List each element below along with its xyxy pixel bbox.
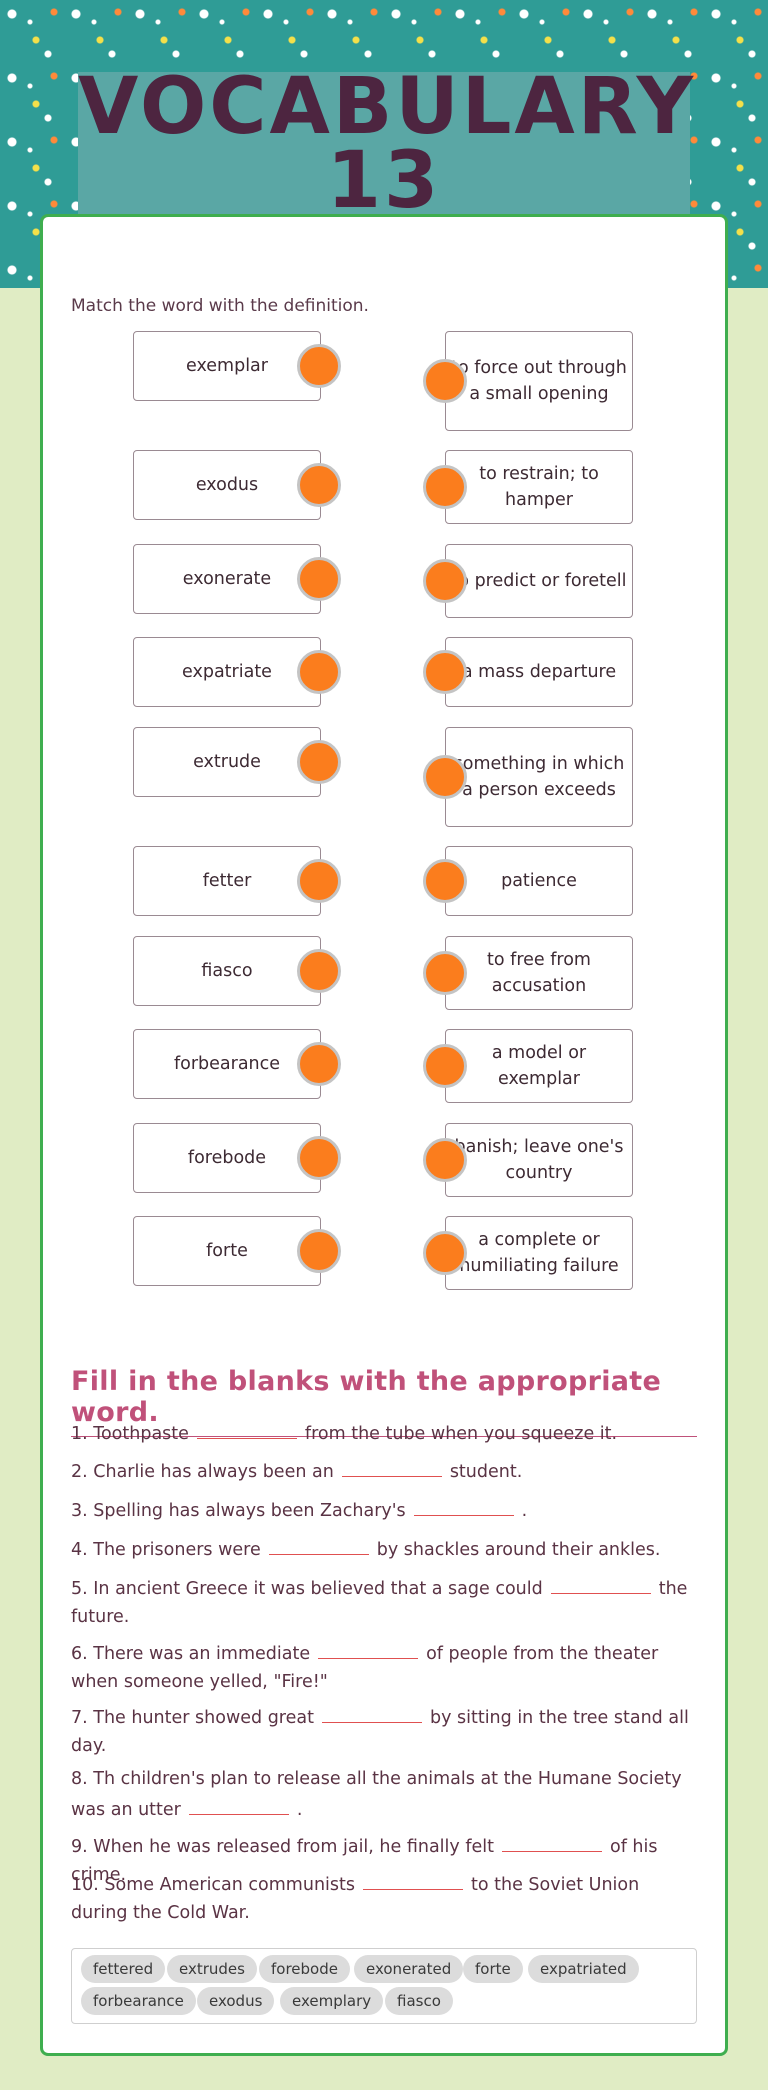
matching-instructions: Match the word with the definition. — [71, 296, 369, 316]
match-definition-box[interactable]: banish; leave one's country — [445, 1123, 633, 1197]
match-connector-dot[interactable] — [423, 359, 467, 403]
match-word: forebode — [187, 1148, 267, 1168]
word-bank-chip[interactable]: exodus — [197, 1987, 275, 2015]
answer-blank[interactable] — [550, 1572, 651, 1594]
match-word-box[interactable]: exonerate — [133, 544, 321, 614]
match-connector-dot[interactable] — [423, 755, 467, 799]
match-definition-box[interactable]: to restrain; to hamper — [445, 450, 633, 524]
word-bank-chip[interactable]: fettered — [81, 1955, 166, 1983]
match-word-box[interactable]: expatriate — [133, 637, 321, 707]
match-connector-dot[interactable] — [423, 465, 467, 509]
match-connector-dot[interactable] — [423, 951, 467, 995]
word-bank-chip[interactable]: forbearance — [81, 1987, 196, 2015]
word-bank-chip[interactable]: forte — [463, 1955, 523, 1983]
word-bank-chip[interactable]: fiasco — [385, 1987, 453, 2015]
match-word-box[interactable]: extrude — [133, 727, 321, 797]
match-connector-dot[interactable] — [423, 1044, 467, 1088]
match-definition-box[interactable]: a mass departure — [445, 637, 633, 707]
fill-in-question: 3. Spelling has always been Zachary's. — [71, 1494, 701, 1525]
title-line-1: VOCABULARY — [78, 62, 697, 152]
answer-blank[interactable] — [188, 1793, 289, 1815]
title-line-2: 13 — [326, 136, 442, 226]
match-word: extrude — [193, 752, 261, 772]
match-definition: patience — [501, 871, 577, 891]
answer-blank[interactable] — [501, 1830, 602, 1852]
match-word: fetter — [202, 871, 252, 891]
match-definition-box[interactable]: to force out through a small opening — [445, 331, 633, 431]
match-word-box[interactable]: fetter — [133, 846, 321, 916]
match-word-box[interactable]: exodus — [133, 450, 321, 520]
match-definition-box[interactable]: something in which a person exceeds — [445, 727, 633, 827]
word-bank-chip[interactable]: expatriated — [528, 1955, 639, 1983]
match-connector-dot[interactable] — [423, 1138, 467, 1182]
match-word-box[interactable]: forebode — [133, 1123, 321, 1193]
match-connector-dot[interactable] — [297, 557, 341, 601]
title-band — [78, 72, 690, 222]
match-definition: a mass departure — [461, 662, 617, 682]
fill-in-question: 5. In ancient Greece it was believed tha… — [71, 1572, 701, 1631]
fill-in-question: 8. Th children's plan to release all the… — [71, 1769, 682, 1820]
match-connector-dot[interactable] — [297, 1136, 341, 1180]
match-word: forte — [206, 1241, 248, 1261]
match-definition-box[interactable]: patience — [445, 846, 633, 916]
match-definition: to force out through a small opening — [451, 358, 627, 404]
page-title: VOCABULARY 13 — [78, 62, 697, 226]
match-definition: a model or exemplar — [491, 1043, 587, 1089]
match-definition: something in which a person exceeds — [453, 754, 625, 800]
match-word-box[interactable]: exemplar — [133, 331, 321, 401]
match-word: exonerate — [182, 569, 272, 589]
fill-in-heading: Fill in the blanks with the appropriate … — [71, 1366, 697, 1437]
match-connector-dot[interactable] — [297, 859, 341, 903]
match-definition-box[interactable]: a model or exemplar — [445, 1029, 633, 1103]
match-connector-dot[interactable] — [297, 1229, 341, 1273]
match-word: forbearance — [173, 1054, 281, 1074]
word-bank-chip[interactable]: exonerated — [354, 1955, 464, 1983]
match-definition-box[interactable]: to predict or foretell — [445, 544, 633, 618]
answer-blank[interactable] — [318, 1637, 419, 1659]
match-word-box[interactable]: forbearance — [133, 1029, 321, 1099]
match-word: exodus — [195, 475, 259, 495]
match-definition-box[interactable]: to free from accusation — [445, 936, 633, 1010]
match-connector-dot[interactable] — [297, 344, 341, 388]
match-word-box[interactable]: fiasco — [133, 936, 321, 1006]
word-bank-chip[interactable]: extrudes — [167, 1955, 257, 1983]
match-definition: a complete or humiliating failure — [459, 1230, 619, 1276]
match-connector-dot[interactable] — [423, 1231, 467, 1275]
answer-blank[interactable] — [268, 1533, 369, 1555]
answer-blank[interactable] — [363, 1868, 463, 1890]
word-bank — [71, 1948, 697, 2024]
answer-blank[interactable] — [321, 1701, 422, 1723]
match-connector-dot[interactable] — [297, 650, 341, 694]
fill-in-question: 9. When he was released from jail, he fi… — [71, 1830, 701, 1889]
answer-blank[interactable] — [341, 1455, 442, 1477]
match-word-box[interactable]: forte — [133, 1216, 321, 1286]
match-word: exemplar — [186, 356, 268, 376]
match-word: expatriate — [182, 662, 272, 682]
match-definition: banish; leave one's country — [454, 1137, 624, 1183]
answer-blank[interactable] — [413, 1494, 514, 1516]
match-connector-dot[interactable] — [423, 559, 467, 603]
match-connector-dot[interactable] — [297, 949, 341, 993]
word-bank-chip[interactable]: exemplary — [280, 1987, 384, 2015]
match-definition: to free from accusation — [487, 950, 591, 996]
answer-blank[interactable] — [196, 1417, 297, 1439]
match-connector-dot[interactable] — [297, 1042, 341, 1086]
match-definition-box[interactable]: a complete or humiliating failure — [445, 1216, 633, 1290]
match-definition: to restrain; to hamper — [479, 464, 599, 510]
match-connector-dot[interactable] — [297, 740, 341, 784]
word-bank-chip[interactable]: forebode — [259, 1955, 350, 1983]
match-word: fiasco — [201, 961, 253, 981]
match-connector-dot[interactable] — [423, 650, 467, 694]
match-definition: to predict or foretell — [451, 571, 627, 591]
match-connector-dot[interactable] — [423, 859, 467, 903]
match-connector-dot[interactable] — [297, 463, 341, 507]
